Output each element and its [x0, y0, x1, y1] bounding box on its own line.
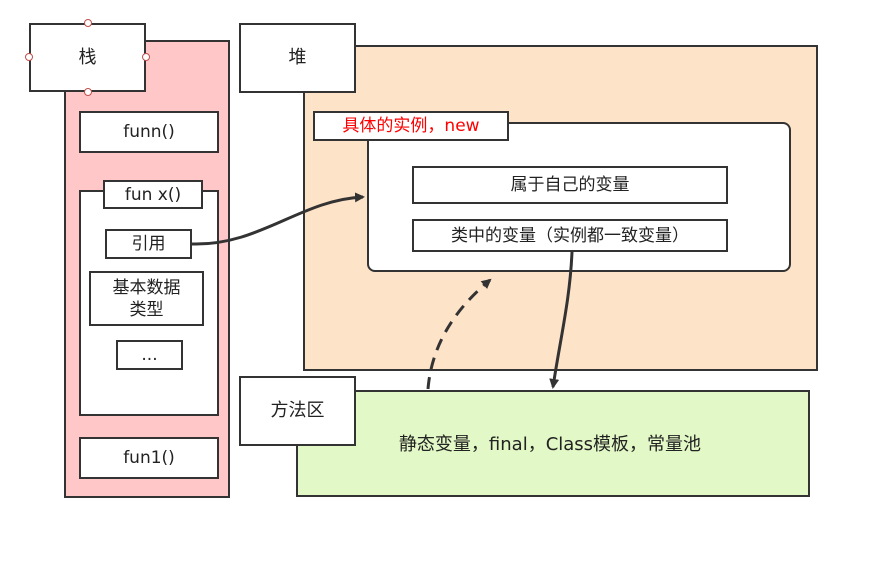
handle-bottom [84, 88, 92, 96]
primitive-type-box: 基本数据 类型 [89, 271, 204, 326]
fun1-box: fun1() [79, 437, 219, 479]
stack-title: 栈 [29, 23, 146, 92]
heap-title: 堆 [239, 23, 356, 93]
funn-box: funn() [79, 111, 219, 153]
class-variables-box: 类中的变量（实例都一致变量） [412, 219, 728, 252]
method-area-title: 方法区 [239, 376, 356, 446]
ellipsis-box: ... [116, 340, 183, 370]
handle-right [142, 53, 150, 61]
method-area-content: 静态变量，final，Class模板，常量池 [398, 434, 702, 455]
handle-left [25, 53, 33, 61]
own-variables-box: 属于自己的变量 [412, 166, 728, 204]
stack-frame-title: fun x() [103, 180, 203, 209]
method-area-region [296, 390, 810, 497]
instance-label: 具体的实例，new [313, 111, 509, 141]
reference-box: 引用 [105, 229, 192, 259]
handle-top [84, 19, 92, 27]
